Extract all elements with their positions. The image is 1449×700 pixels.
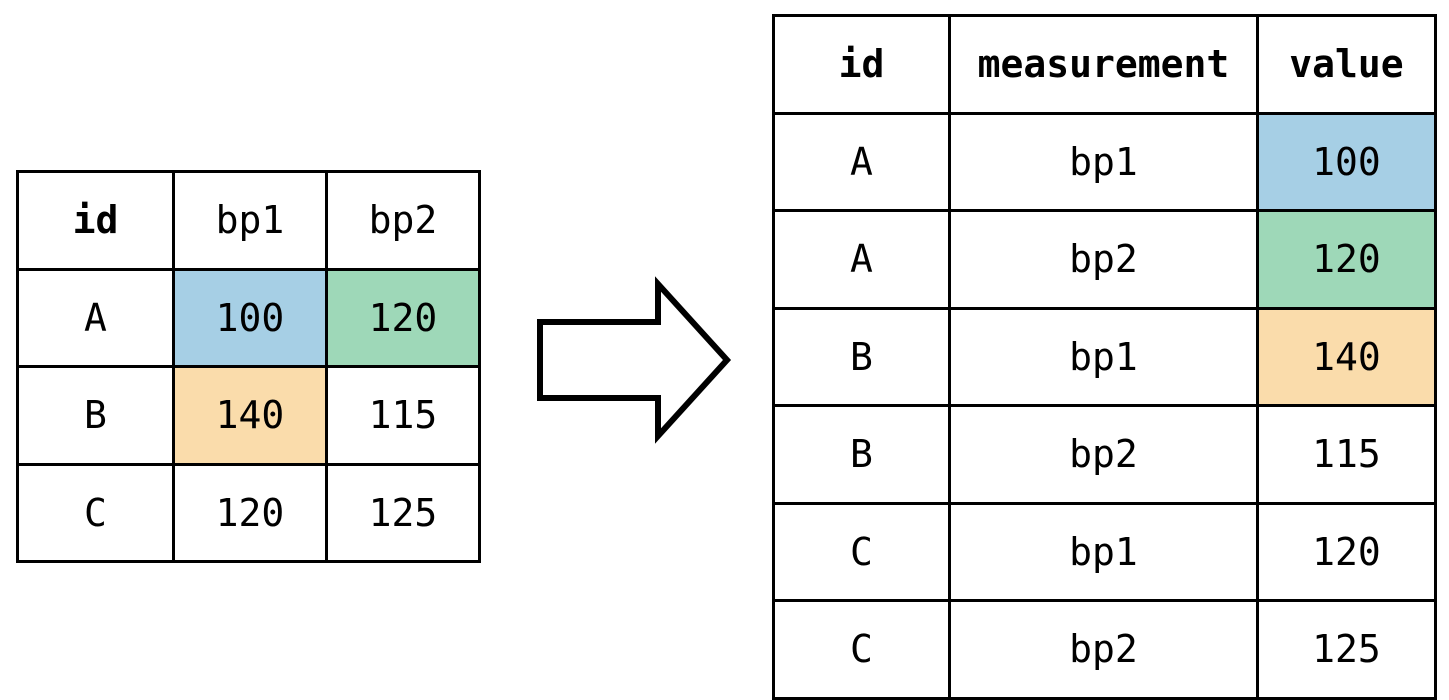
table-row: C bp1 120 — [772, 501, 1437, 602]
long-cell-meas-3: bp1 — [948, 306, 1259, 407]
long-cell-value-3: 140 — [1256, 306, 1437, 407]
long-cell-value-5: 120 — [1256, 501, 1437, 602]
long-cell-id-6: C — [772, 599, 951, 700]
long-cell-meas-1: bp1 — [948, 111, 1259, 212]
table-row: A bp2 120 — [772, 209, 1437, 310]
wide-cell-c-bp1: 120 — [172, 462, 328, 563]
long-cell-id-4: B — [772, 404, 951, 505]
long-cell-value-1: 100 — [1256, 111, 1437, 212]
wide-header-bp1: bp1 — [172, 170, 328, 271]
long-header-measurement: measurement — [948, 14, 1259, 115]
long-cell-value-2: 120 — [1256, 209, 1437, 310]
wide-cell-a-bp1: 100 — [172, 267, 328, 368]
long-header-value: value — [1256, 14, 1437, 115]
long-cell-id-5: C — [772, 501, 951, 602]
wide-cell-b-bp2: 115 — [325, 365, 481, 466]
wide-header-bp2: bp2 — [325, 170, 481, 271]
long-cell-meas-6: bp2 — [948, 599, 1259, 700]
long-header-id: id — [772, 14, 951, 115]
wide-cell-id-a: A — [16, 267, 175, 368]
long-table: id measurement value A bp1 100 A bp2 120… — [772, 14, 1437, 700]
table-row: A bp1 100 — [772, 111, 1437, 212]
wide-cell-b-bp1: 140 — [172, 365, 328, 466]
table-row: C bp2 125 — [772, 599, 1437, 700]
wide-cell-id-b: B — [16, 365, 175, 466]
table-row: C 120 125 — [16, 462, 481, 563]
long-cell-value-6: 125 — [1256, 599, 1437, 700]
table-row: B bp2 115 — [772, 404, 1437, 505]
wide-table: id bp1 bp2 A 100 120 B 140 115 C 120 125 — [16, 170, 481, 563]
table-row: B bp1 140 — [772, 306, 1437, 407]
table-header-row: id bp1 bp2 — [16, 170, 481, 271]
wide-cell-c-bp2: 125 — [325, 462, 481, 563]
wide-header-id: id — [16, 170, 175, 271]
table-row: B 140 115 — [16, 365, 481, 466]
table-row: A 100 120 — [16, 267, 481, 368]
wide-cell-a-bp2: 120 — [325, 267, 481, 368]
long-cell-meas-5: bp1 — [948, 501, 1259, 602]
table-header-row: id measurement value — [772, 14, 1437, 115]
wide-cell-id-c: C — [16, 462, 175, 563]
long-cell-meas-4: bp2 — [948, 404, 1259, 505]
long-cell-id-3: B — [772, 306, 951, 407]
right-arrow-icon — [536, 276, 732, 444]
long-cell-id-1: A — [772, 111, 951, 212]
long-cell-id-2: A — [772, 209, 951, 310]
long-cell-meas-2: bp2 — [948, 209, 1259, 310]
long-cell-value-4: 115 — [1256, 404, 1437, 505]
